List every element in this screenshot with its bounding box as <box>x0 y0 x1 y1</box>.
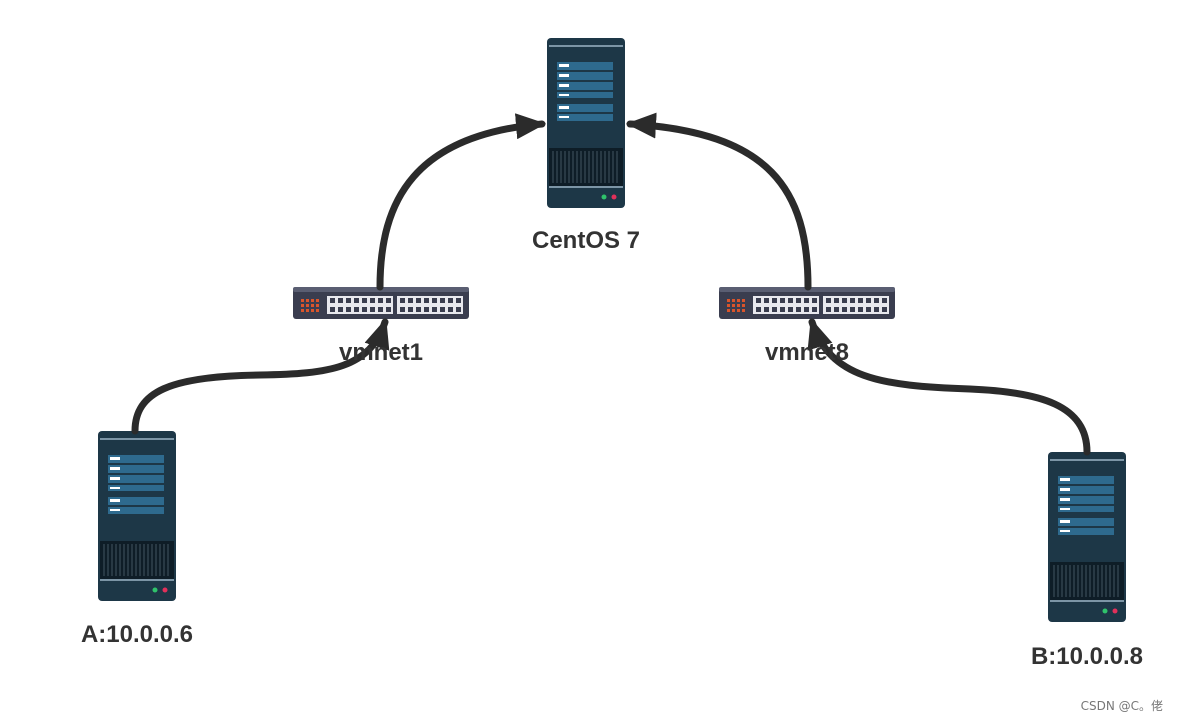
network-switch-icon-vmnet1 <box>293 287 469 319</box>
edge-host-b-to-vmnet8 <box>807 318 1091 456</box>
watermark: CSDN @C。佬 <box>1080 699 1163 713</box>
centos-label: CentOS 7 <box>531 227 641 254</box>
server-icon-host-b <box>1047 451 1127 623</box>
edge-host-a-to-vmnet1 <box>131 318 390 435</box>
server-icon-centos <box>546 37 626 209</box>
vmnet1-label: vmnet1 <box>338 339 424 366</box>
network-switch-icon-vmnet8 <box>719 287 895 319</box>
server-icon-host-a <box>97 430 177 602</box>
edge-vmnet8-to-centos <box>626 112 812 291</box>
host-b-label: B:10.0.0.8 <box>1030 643 1144 670</box>
edge-vmnet1-to-centos <box>376 113 546 291</box>
host-a-label: A:10.0.0.6 <box>80 621 194 648</box>
vmnet8-label: vmnet8 <box>764 339 850 366</box>
